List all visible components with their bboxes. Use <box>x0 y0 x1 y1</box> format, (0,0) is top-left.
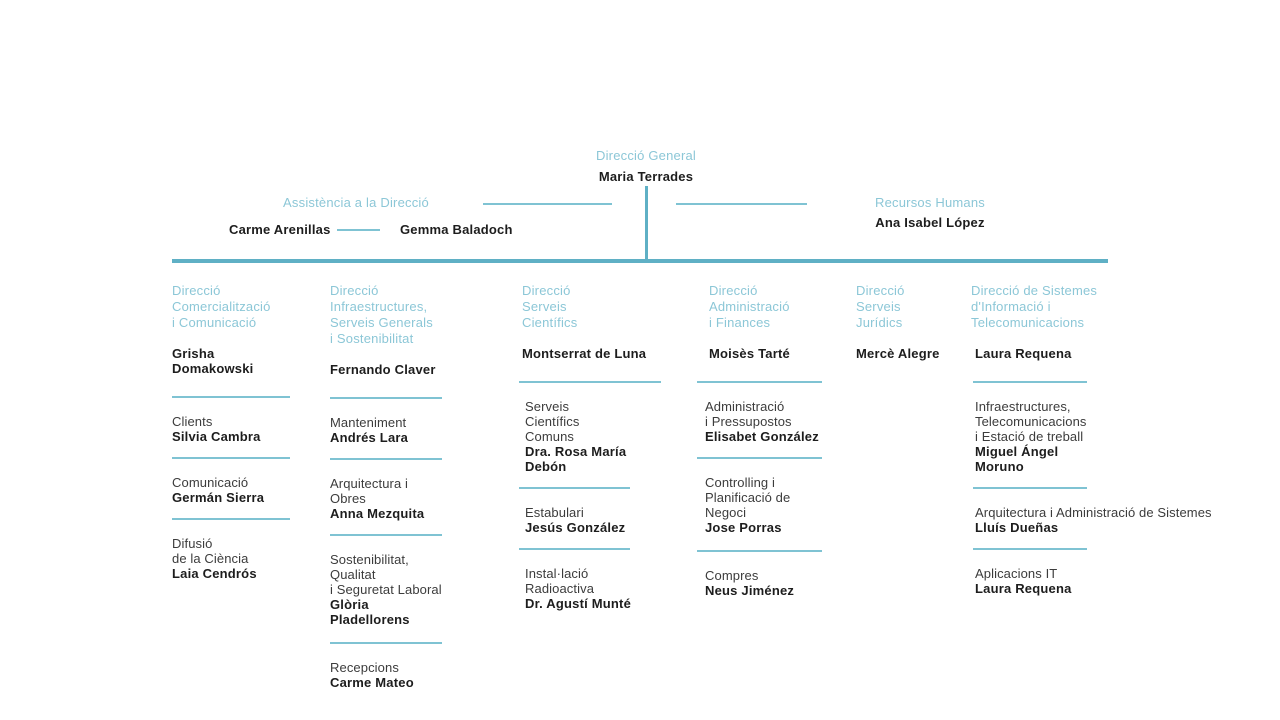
unit-label: Estabulari <box>525 505 584 520</box>
divider-line <box>519 487 630 489</box>
divider-line <box>519 381 661 383</box>
org-unit: Clients Silvia Cambra <box>172 396 290 444</box>
org-unit: Instal·lació Radioactiva Dr. Agustí Munt… <box>519 548 665 611</box>
person-name: Laura Requena <box>975 581 1072 596</box>
person-name: Dra. Rosa María Debón <box>525 444 627 474</box>
person-name: Germán Sierra <box>172 490 265 505</box>
person-name: Laia Cendrós <box>172 566 257 581</box>
main-horizontal-bar <box>172 259 1108 263</box>
unit-label: Manteniment <box>330 415 407 430</box>
divider-line <box>172 396 290 398</box>
org-unit: Sostenibilitat, Qualitat i Seguretat Lab… <box>330 534 442 627</box>
unit-label: Controlling i Planificació de Negoci <box>705 475 791 520</box>
person-name: Andrés Lara <box>330 430 409 445</box>
column-comercialitzacio: Direcció Comercialització i Comunicació … <box>172 283 290 594</box>
unit-label: Comunicació <box>172 475 249 490</box>
person-name: Carme Arenillas <box>229 222 331 237</box>
unit-label: Compres <box>705 568 759 583</box>
org-unit: Administració i Pressupostos Elisabet Go… <box>697 381 823 444</box>
department-title: Direcció Serveis Jurídics <box>856 283 905 330</box>
connector-line-right <box>676 203 807 205</box>
person-name: Fernando Claver <box>330 362 436 377</box>
org-unit: Manteniment Andrés Lara <box>330 397 442 445</box>
org-unit: Compres Neus Jiménez <box>697 550 823 598</box>
person-name: Neus Jiménez <box>705 583 795 598</box>
unit-label: Recepcions <box>330 660 399 675</box>
org-unit: Difusió de la Ciència Laia Cendrós <box>172 518 290 581</box>
divider-line <box>973 381 1087 383</box>
unit-label: Arquitectura i Administració de Sistemes <box>975 505 1212 520</box>
divider-line <box>697 381 822 383</box>
person-name: Ana Isabel López <box>875 215 985 230</box>
org-unit: Aplicacions IT Laura Requena <box>971 548 1117 596</box>
person-name: Gemma Baladoch <box>400 222 513 237</box>
divider-line <box>172 457 290 459</box>
connector-line-small <box>337 229 380 231</box>
person-name: Laura Requena <box>975 346 1072 361</box>
divider-line <box>330 642 442 644</box>
person-name: Glòria Pladellorens <box>330 597 410 627</box>
department-title: Assistència a la Direcció <box>283 195 429 210</box>
department-title: Direcció Administració i Finances <box>709 283 790 330</box>
org-unit: Comunicació Germán Sierra <box>172 457 290 505</box>
person-name: Elisabet González <box>705 429 819 444</box>
divider-line <box>330 534 442 536</box>
vertical-connector-line <box>645 186 648 262</box>
person-name: Carme Mateo <box>330 675 414 690</box>
org-unit: Estabulari Jesús González <box>519 487 665 535</box>
person-name: Anna Mezquita <box>330 506 425 521</box>
person-name: Maria Terrades <box>598 169 694 184</box>
department-title: Direcció Serveis Científics <box>522 283 578 330</box>
org-unit: Infraestructures, Telecomunicacions i Es… <box>971 381 1117 474</box>
unit-label: Arquitectura i Obres <box>330 476 408 506</box>
column-serveis-cientifics: Direcció Serveis Científics Montserrat d… <box>519 283 665 624</box>
person-name: Miguel Ángel Moruno <box>975 444 1059 474</box>
unit-label: Difusió de la Ciència <box>172 536 249 566</box>
person-name: Mercè Alegre <box>856 346 940 361</box>
column-sistemes-informacio: Direcció de Sistemes d'Informació i Tele… <box>971 283 1212 609</box>
unit-label: Administració i Pressupostos <box>705 399 792 429</box>
column-infraestructures: Direcció Infraestructures, Serveis Gener… <box>330 283 442 703</box>
person-name: Montserrat de Luna <box>522 346 647 361</box>
org-unit: Recepcions Carme Mateo <box>330 642 442 690</box>
person-name: Moisès Tarté <box>709 346 790 361</box>
person-name: Dr. Agustí Munté <box>525 596 631 611</box>
divider-line <box>519 548 630 550</box>
person-name: Silvia Cambra <box>172 429 261 444</box>
divider-line <box>697 457 822 459</box>
department-title: Recursos Humans <box>875 195 985 210</box>
unit-label: Serveis Científics Comuns <box>525 399 580 444</box>
unit-label: Infraestructures, Telecomunicacions i Es… <box>975 399 1087 444</box>
org-unit: Controlling i Planificació de Negoci Jos… <box>697 457 823 535</box>
person-name: Lluís Dueñas <box>975 520 1059 535</box>
unit-label: Sostenibilitat, Qualitat i Seguretat Lab… <box>330 552 442 597</box>
divider-line <box>697 550 822 552</box>
department-title: Direcció Infraestructures, Serveis Gener… <box>330 283 433 346</box>
column-serveis-juridics: Direcció Serveis Jurídics Mercè Alegre <box>856 283 966 381</box>
divider-line <box>973 548 1087 550</box>
department-title: Direcció de Sistemes d'Informació i Tele… <box>971 283 1098 330</box>
unit-label: Aplicacions IT <box>975 566 1058 581</box>
unit-label: Instal·lació Radioactiva <box>525 566 595 596</box>
node-direccio-general: Direcció General Maria Terrades <box>546 148 746 184</box>
unit-label: Clients <box>172 414 213 429</box>
org-unit: Arquitectura i Obres Anna Mezquita <box>330 458 442 521</box>
department-title: Direcció Comercialització i Comunicació <box>172 283 271 330</box>
department-title: Direcció General <box>595 148 696 163</box>
divider-line <box>330 458 442 460</box>
divider-line <box>973 487 1087 489</box>
org-unit: Arquitectura i Administració de Sistemes… <box>971 487 1212 535</box>
connector-line-left <box>483 203 612 205</box>
column-administracio-finances: Direcció Administració i Finances Moisès… <box>697 283 823 611</box>
org-unit: Serveis Científics Comuns Dra. Rosa Marí… <box>519 381 665 474</box>
person-name: Jesús González <box>525 520 626 535</box>
person-name: Jose Porras <box>705 520 782 535</box>
divider-line <box>172 518 290 520</box>
divider-line <box>330 397 442 399</box>
person-name: Grisha Domakowski <box>172 346 254 376</box>
